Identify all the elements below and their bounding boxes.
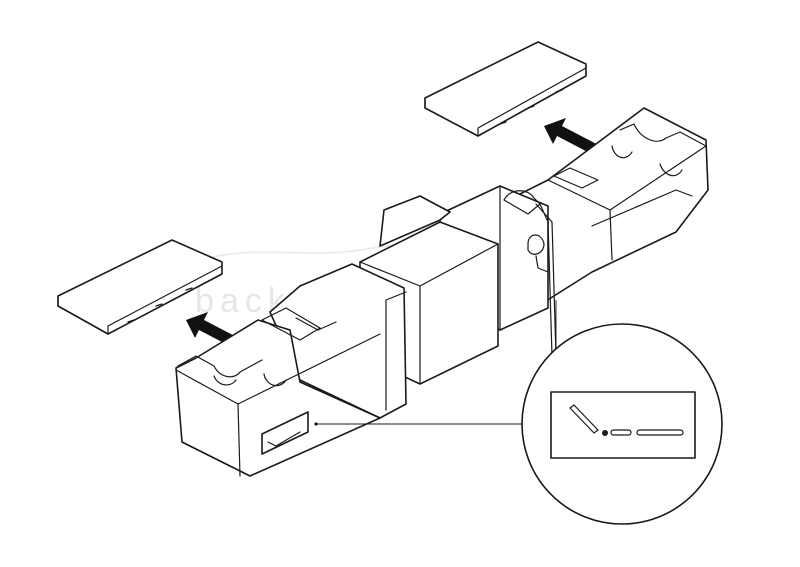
bed-position-icon: [569, 404, 684, 436]
bed-position-icon: [267, 431, 301, 447]
left-lid: [57, 239, 223, 335]
plug-icon: [527, 234, 545, 255]
top-lid: [424, 41, 587, 137]
callout-magnifier: [521, 323, 723, 525]
bed-base: [175, 107, 709, 477]
control-panel: [261, 411, 309, 455]
control-panel-closeup: [550, 391, 696, 459]
